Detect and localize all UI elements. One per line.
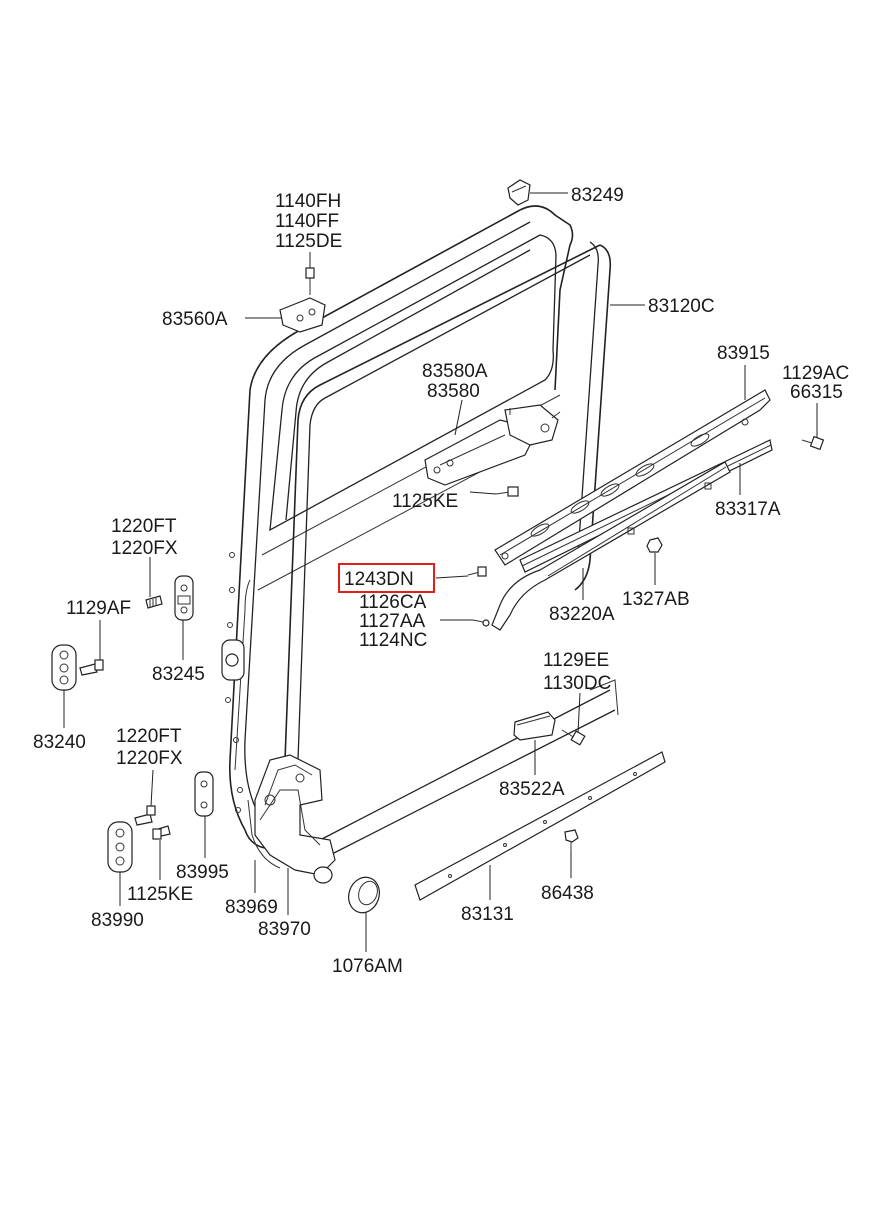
label-1220FX-a[interactable]: 1220FX [111,538,178,559]
label-1129EE[interactable]: 1129EE [543,650,609,671]
part-1126CA-screw [472,619,490,627]
label-66315[interactable]: 66315 [790,382,843,403]
part-1076AM-grommet [348,876,380,914]
label-1130DC[interactable]: 1130DC [543,673,611,694]
part-83240-plate [51,644,77,691]
label-83580A[interactable]: 83580A [422,361,488,382]
label-1140FH[interactable]: 1140FH [275,191,341,212]
label-1124NC[interactable]: 1124NC [359,630,427,651]
label-1125KE-bottom[interactable]: 1125KE [127,884,193,905]
leader-lines [63,192,818,952]
label-1076AM[interactable]: 1076AM [332,956,403,977]
part-83580-regulator [424,404,561,486]
part-1129EE-bolt [561,729,586,746]
label-83245[interactable]: 83245 [152,664,205,685]
label-83317A[interactable]: 83317A [715,499,781,520]
part-83249-cap [507,179,531,206]
part-83995-striker [194,771,214,817]
part-1243DN-bolt [467,566,487,577]
label-1125DE[interactable]: 1125DE [275,231,342,252]
label-1129AF[interactable]: 1129AF [66,598,131,619]
label-1129AC[interactable]: 1129AC [782,363,849,384]
part-83522A-bracket [513,711,556,741]
label-83995[interactable]: 83995 [176,862,229,883]
label-1125KE-top[interactable]: 1125KE [392,491,458,512]
label-1243DN[interactable]: 1243DN [344,569,414,590]
label-1220FX-b[interactable]: 1220FX [116,748,183,769]
part-83220A-track [491,461,731,631]
label-83220A[interactable]: 83220A [549,604,615,625]
label-1220FT-a[interactable]: 1220FT [111,516,177,537]
label-83990[interactable]: 83990 [91,910,144,931]
part-83245-striker [174,575,194,621]
part-83990-plate [107,821,133,873]
label-1127AA[interactable]: 1127AA [359,611,426,632]
part-1125KE-bolt-bottom [152,825,171,840]
part-83915-rail [494,389,771,566]
label-83249[interactable]: 83249 [571,185,624,206]
label-1327AB[interactable]: 1327AB [622,589,690,610]
label-83970[interactable]: 83970 [258,919,311,940]
part-83560A-bracket [279,267,326,333]
part-1129AC-bolt [801,435,825,451]
part-86438-clip [564,829,579,850]
part-1220FT-bolt-a [145,595,163,609]
part-1327AB-nut [646,537,663,553]
label-83915[interactable]: 83915 [717,343,770,364]
label-86438[interactable]: 86438 [541,883,594,904]
label-83131[interactable]: 83131 [461,904,514,925]
part-labels: 83249 1140FH 1140FF 1125DE 83560A 83120C… [33,185,849,977]
part-83969-hinge [254,754,336,884]
label-83120C[interactable]: 83120C [648,296,715,317]
label-83240[interactable]: 83240 [33,732,86,753]
label-1140FF[interactable]: 1140FF [275,211,339,232]
label-83580[interactable]: 83580 [427,381,480,402]
part-1220FT-bolt-b [134,805,156,826]
label-1126CA[interactable]: 1126CA [359,592,427,613]
highlight-box-1243DN [338,563,435,593]
door-panel-drawing [221,205,619,856]
part-1129AF-bolt [79,659,104,676]
part-83970-hinge [247,789,321,869]
part-83131-strip [414,751,666,901]
label-83522A[interactable]: 83522A [499,779,565,800]
label-83560A[interactable]: 83560A [162,309,228,330]
label-1220FT-b[interactable]: 1220FT [116,726,182,747]
label-83969[interactable]: 83969 [225,897,278,918]
part-1125KE-bolt-top [495,486,519,497]
